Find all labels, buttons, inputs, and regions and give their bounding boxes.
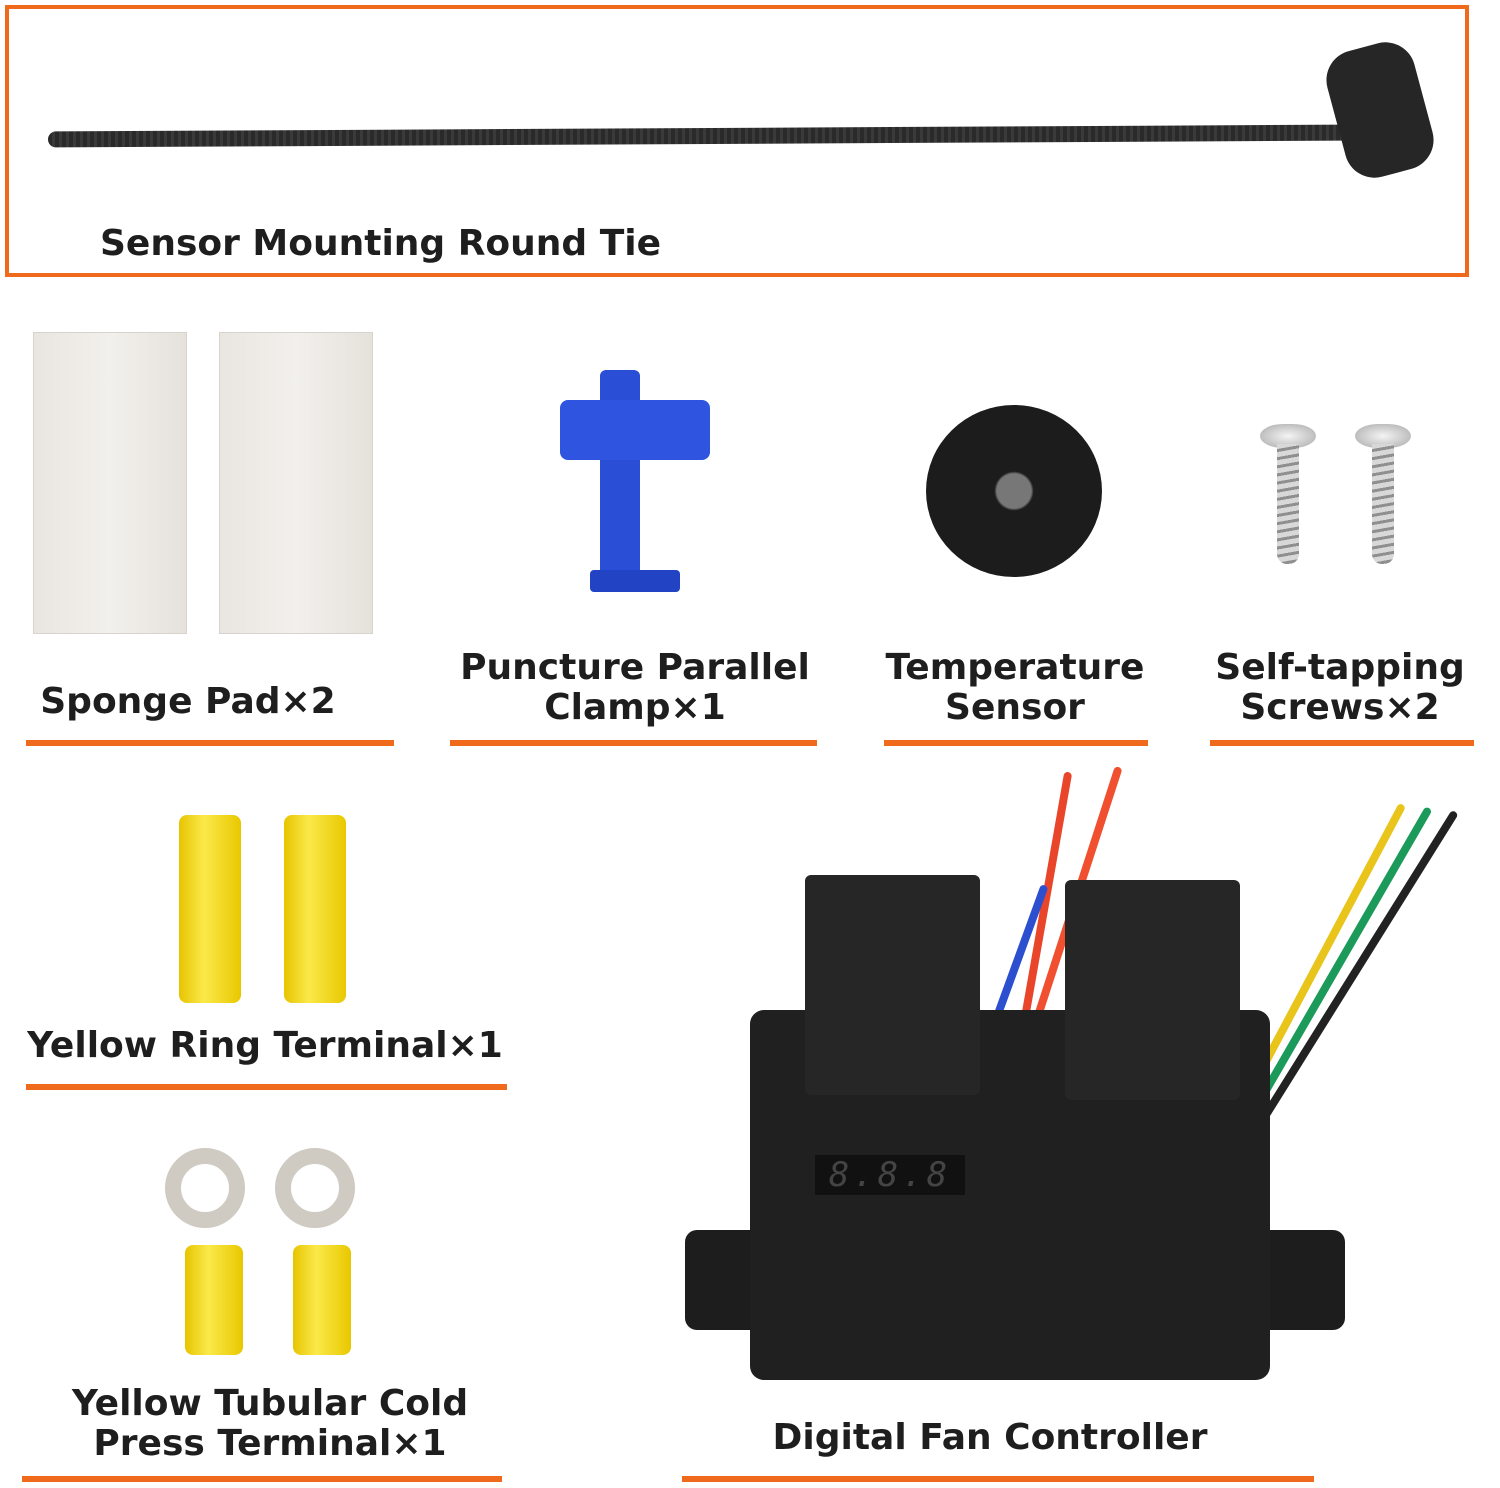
clamp-image (560, 370, 710, 620)
sensor-label-line2: Sensor (945, 687, 1085, 728)
clamp-label-line1: Puncture Parallel (460, 647, 810, 688)
tubular-terminal-underline (22, 1476, 502, 1482)
controller-label: Digital Fan Controller (772, 1417, 1208, 1458)
tie-frame (5, 5, 1469, 277)
temperature-sensor-image (926, 405, 1102, 577)
ring-terminal-image (185, 1245, 243, 1355)
controller-underline (682, 1476, 1314, 1482)
yellow-terminal-image (179, 815, 241, 1003)
sponge-underline (26, 740, 394, 746)
tubular-terminal-label-line2: Press Terminal×1 (93, 1423, 447, 1464)
fan-controller-image: 8.8.8 (680, 760, 1500, 1390)
ring-terminal-ring-image (165, 1148, 245, 1228)
sensor-underline (884, 740, 1148, 746)
screws-label-line2: Screws×2 (1240, 687, 1440, 728)
sponge-pad-image (219, 332, 373, 634)
clamp-underline (450, 740, 817, 746)
ring-terminal-underline (26, 1084, 507, 1090)
tie-label: Sensor Mounting Round Tie (100, 223, 662, 264)
tubular-terminal-label-line1: Yellow Tubular Cold (71, 1383, 469, 1424)
sponge-pad-image (33, 332, 187, 634)
screw-image (1372, 444, 1394, 564)
yellow-terminal-image (284, 815, 346, 1003)
sensor-label-line1: Temperature (885, 647, 1145, 688)
screw-image (1277, 444, 1299, 564)
led-display: 8.8.8 (815, 1155, 965, 1195)
clamp-label-line2: Clamp×1 (544, 687, 726, 728)
ring-terminal-ring-image (275, 1148, 355, 1228)
ring-terminal-label: Yellow Ring Terminal×1 (27, 1025, 503, 1066)
screws-underline (1210, 740, 1474, 746)
ring-terminal-image (293, 1245, 351, 1355)
sponge-label: Sponge Pad×2 (40, 681, 336, 722)
screws-label-line1: Self-tapping (1215, 647, 1465, 688)
